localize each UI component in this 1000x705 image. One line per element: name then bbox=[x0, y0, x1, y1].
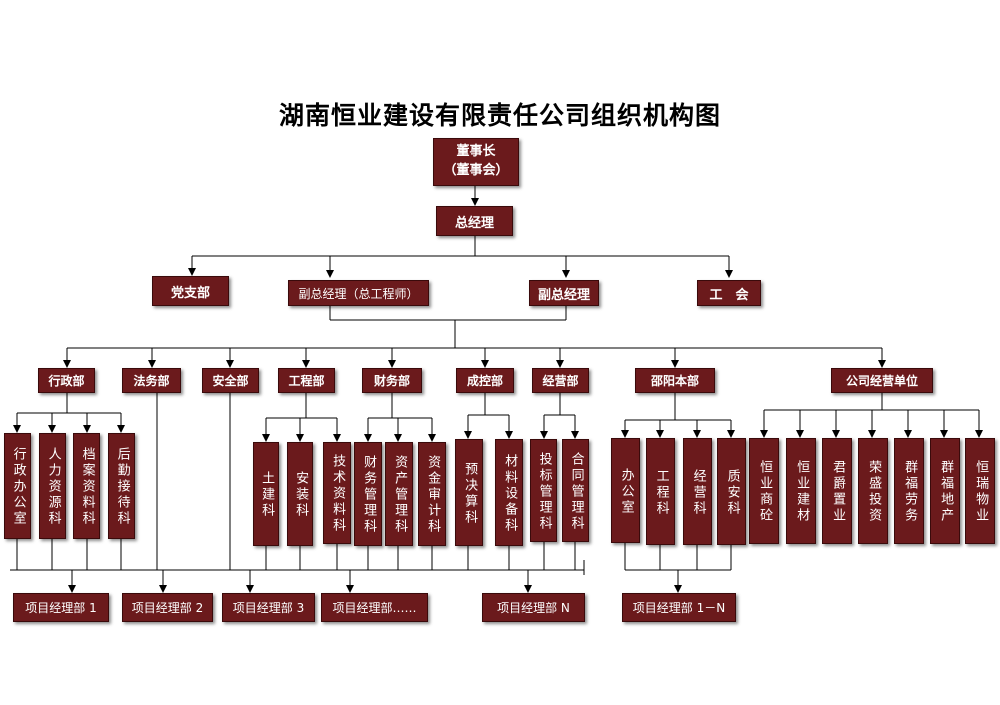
sub-unit-property-mgmt-label: 恒瑞物业 bbox=[973, 460, 989, 524]
dept-admin-label: 行政部 bbox=[48, 374, 85, 388]
sub-budget-label: 预决算科 bbox=[462, 461, 478, 526]
sub-unit-real-estate: 群福地产 bbox=[930, 438, 960, 544]
project-dept-etc: 项目经理部…… bbox=[321, 593, 428, 622]
sub-finance-mgmt-label: 财务管理科 bbox=[361, 455, 377, 535]
sub-finance-mgmt: 财务管理科 bbox=[354, 442, 382, 546]
sub-admin-office-label: 行政办公室 bbox=[10, 447, 26, 527]
dept-admin: 行政部 bbox=[38, 368, 95, 393]
dept-business: 经营部 bbox=[532, 368, 589, 393]
sub-shaoyang-engineering: 工程科 bbox=[646, 438, 675, 545]
sub-unit-materials-label: 恒业建材 bbox=[794, 460, 810, 524]
project-dept-1-n: 项目经理部 1－N bbox=[622, 593, 736, 622]
sub-logistics-label: 后勤接待科 bbox=[114, 447, 130, 527]
project-dept-n-label: 项目经理部 N bbox=[497, 601, 570, 615]
sub-asset-mgmt: 资产管理科 bbox=[385, 442, 413, 546]
sub-fund-audit-label: 资金审计科 bbox=[425, 455, 441, 535]
sub-bidding-label: 投标管理科 bbox=[536, 451, 552, 532]
sub-fund-audit: 资金审计科 bbox=[418, 442, 446, 546]
sub-contract: 合同管理科 bbox=[562, 439, 589, 542]
sub-budget: 预决算科 bbox=[455, 439, 483, 546]
deputy-gm-chief-engineer-box: 副总经理（总工程师） bbox=[288, 280, 429, 306]
sub-unit-concrete-label: 恒业商砼 bbox=[757, 460, 773, 524]
sub-unit-property: 君爵置业 bbox=[822, 438, 852, 544]
dept-legal: 法务部 bbox=[122, 368, 181, 393]
dept-cost-control: 成控部 bbox=[456, 368, 514, 393]
sub-bidding: 投标管理科 bbox=[530, 439, 557, 542]
dept-safety: 安全部 bbox=[202, 368, 259, 393]
project-dept-2-label: 项目经理部 2 bbox=[131, 601, 204, 615]
dept-business-units: 公司经营单位 bbox=[831, 368, 933, 393]
sub-shaoyang-office-label: 办公室 bbox=[618, 467, 634, 516]
sub-unit-investment: 荣盛投资 bbox=[858, 438, 888, 544]
sub-shaoyang-business: 经营科 bbox=[683, 438, 712, 545]
sub-contract-label: 合同管理科 bbox=[568, 451, 584, 532]
sub-unit-materials: 恒业建材 bbox=[786, 438, 816, 544]
sub-unit-property-mgmt: 恒瑞物业 bbox=[965, 438, 995, 544]
sub-unit-labor: 群福劳务 bbox=[894, 438, 924, 544]
union-box: 工 会 bbox=[697, 280, 761, 306]
sub-unit-labor-label: 群福劳务 bbox=[902, 460, 918, 524]
sub-civil-label: 土建科 bbox=[259, 471, 275, 519]
project-dept-1-n-label: 项目经理部 1－N bbox=[632, 601, 726, 615]
project-dept-3: 项目经理部 3 bbox=[222, 593, 315, 622]
project-dept-2: 项目经理部 2 bbox=[122, 593, 213, 622]
sub-installation-label: 安装科 bbox=[293, 471, 309, 519]
party-branch-label: 党支部 bbox=[170, 285, 210, 301]
party-branch-box: 党支部 bbox=[152, 276, 229, 306]
sub-unit-concrete: 恒业商砼 bbox=[749, 438, 779, 544]
dept-business-units-label: 公司经营单位 bbox=[845, 374, 918, 388]
general-manager-label: 总经理 bbox=[454, 215, 494, 231]
dept-business-label: 经营部 bbox=[542, 374, 579, 388]
project-dept-n: 项目经理部 N bbox=[482, 593, 585, 622]
dept-finance-label: 财务部 bbox=[373, 374, 410, 388]
sub-logistics: 后勤接待科 bbox=[108, 433, 135, 539]
dept-finance: 财务部 bbox=[362, 368, 422, 393]
sub-unit-property-label: 君爵置业 bbox=[830, 460, 846, 524]
sub-archives-label: 档案资料科 bbox=[79, 447, 95, 527]
dept-shaoyang-label: 邵阳本部 bbox=[650, 374, 699, 388]
dept-legal-label: 法务部 bbox=[133, 374, 170, 388]
deputy-gm-box: 副总经理 bbox=[529, 280, 599, 306]
chart-title: 湖南恒业建设有限责任公司组织机构图 bbox=[278, 101, 721, 130]
union-label: 工 会 bbox=[709, 287, 749, 303]
sub-civil: 土建科 bbox=[253, 442, 279, 546]
project-dept-1-label: 项目经理部 1 bbox=[25, 601, 97, 615]
sub-unit-real-estate-label: 群福地产 bbox=[938, 460, 954, 524]
sub-asset-mgmt-label: 资产管理科 bbox=[392, 455, 408, 535]
sub-shaoyang-business-label: 经营科 bbox=[690, 468, 706, 517]
chairman-box: 董事长 （董事会） bbox=[433, 138, 519, 186]
project-dept-etc-label: 项目经理部…… bbox=[332, 601, 417, 615]
sub-archives: 档案资料科 bbox=[73, 433, 100, 539]
general-manager-box: 总经理 bbox=[436, 206, 513, 236]
sub-tech-docs: 技术资料科 bbox=[323, 442, 351, 544]
sub-installation: 安装科 bbox=[287, 442, 313, 546]
dept-shaoyang: 邵阳本部 bbox=[635, 368, 715, 393]
dept-safety-label: 安全部 bbox=[212, 374, 249, 388]
dept-engineering: 工程部 bbox=[278, 368, 335, 393]
deputy-gm-chief-engineer-label: 副总经理（总工程师） bbox=[298, 286, 419, 301]
chairman-label: 董事长 （董事会） bbox=[443, 144, 509, 178]
sub-unit-investment-label: 荣盛投资 bbox=[866, 460, 882, 524]
sub-shaoyang-quality-label: 质安科 bbox=[724, 468, 740, 517]
sub-tech-docs-label: 技术资料科 bbox=[330, 454, 346, 534]
sub-shaoyang-quality: 质安科 bbox=[717, 438, 746, 545]
dept-engineering-label: 工程部 bbox=[288, 374, 325, 388]
deputy-gm-label: 副总经理 bbox=[537, 287, 590, 303]
sub-shaoyang-engineering-label: 工程科 bbox=[653, 468, 669, 517]
dept-cost-control-label: 成控部 bbox=[466, 374, 503, 388]
sub-hr-label: 人力资源科 bbox=[45, 447, 61, 527]
sub-shaoyang-office: 办公室 bbox=[611, 438, 640, 543]
sub-hr: 人力资源科 bbox=[39, 433, 66, 539]
sub-materials-label: 材料设备科 bbox=[502, 453, 518, 534]
project-dept-3-label: 项目经理部 3 bbox=[232, 601, 305, 615]
sub-admin-office: 行政办公室 bbox=[4, 433, 31, 539]
project-dept-1: 项目经理部 1 bbox=[13, 593, 109, 622]
sub-materials: 材料设备科 bbox=[495, 439, 523, 546]
